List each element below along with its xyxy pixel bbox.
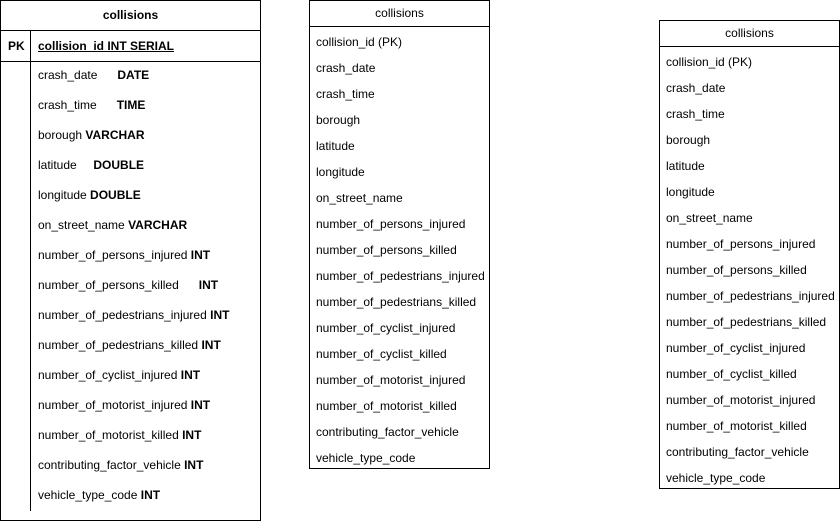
field-type: DATE — [117, 68, 150, 82]
field-row[interactable]: number_of_motorist_injured — [316, 373, 466, 387]
field-name: crash_time — [38, 98, 117, 112]
field-type: VARCHAR — [85, 128, 145, 142]
field-name: borough — [38, 128, 86, 142]
field-type: INT — [184, 458, 204, 472]
field-row[interactable]: number_of_motorist_killed — [666, 419, 807, 433]
field-row[interactable]: borough — [666, 133, 711, 147]
field-name: on_street_name — [38, 218, 129, 232]
field-type: DOUBLE — [90, 188, 141, 202]
field-row[interactable]: number_of_cyclist_killed — [316, 347, 447, 361]
field-row[interactable]: contributing_factor_vehicle — [316, 425, 459, 439]
field-row[interactable]: vehicle_type_code — [666, 471, 766, 485]
field-type: TIME — [116, 98, 146, 112]
field-name: number_of_cyclist_injured — [38, 368, 181, 382]
field-row[interactable]: number_of_cyclist_killed — [666, 367, 797, 381]
field-type: VARCHAR — [128, 218, 188, 232]
field-name: number_of_persons_killed — [38, 278, 199, 292]
column-divider — [30, 31, 31, 61]
field-row[interactable]: number_of_persons_injured — [316, 217, 466, 231]
field-row[interactable]: number_of_cyclist_injured — [666, 341, 806, 355]
field-row[interactable]: collision_id (PK) — [666, 55, 753, 69]
field-type: INT — [180, 368, 201, 382]
pk-field: collision_id INT SERIAL — [38, 39, 175, 53]
field-type: INT — [190, 398, 211, 412]
field-row[interactable]: crash_time TIME — [38, 92, 229, 122]
field-row[interactable]: vehicle_type_code INT — [38, 482, 229, 512]
field-type: DOUBLE — [93, 158, 145, 172]
field-row[interactable]: on_street_name VARCHAR — [38, 212, 229, 242]
field-name: number_of_persons_injured — [38, 248, 191, 262]
field-row[interactable]: number_of_persons_killed — [316, 243, 457, 257]
field-name: longitude — [38, 188, 91, 202]
field-row[interactable]: crash_date — [316, 61, 376, 75]
field-row[interactable]: crash_date DATE — [38, 62, 229, 92]
field-type: INT — [201, 338, 221, 352]
field-row[interactable]: borough VARCHAR — [38, 122, 229, 152]
field-name: number_of_pedestrians_killed — [38, 338, 202, 352]
field-name: crash_date — [38, 68, 118, 82]
entity-title: collisions — [1, 1, 260, 31]
field-row[interactable]: number_of_pedestrians_injured INT — [38, 302, 229, 332]
primary-key-row[interactable]: PK collision_id INT SERIAL — [1, 31, 260, 62]
field-row[interactable]: number_of_pedestrians_injured — [316, 269, 485, 283]
field-type: INT — [140, 488, 161, 502]
field-name: contributing_factor_vehicle — [38, 458, 185, 472]
field-row[interactable]: latitude DOUBLE — [38, 152, 229, 182]
field-type: INT — [182, 428, 202, 442]
entity-title: collisions — [660, 21, 839, 47]
entity-collisions-typed[interactable]: collisions PK collision_id INT SERIAL cr… — [0, 0, 261, 521]
field-row[interactable]: number_of_cyclist_injured INT — [38, 362, 229, 392]
field-row[interactable]: on_street_name — [666, 211, 753, 225]
field-row[interactable]: longitude DOUBLE — [38, 182, 229, 212]
field-row[interactable]: latitude — [316, 139, 355, 153]
field-name: number_of_motorist_injured — [38, 398, 191, 412]
field-row[interactable]: number_of_persons_injured — [666, 237, 816, 251]
field-row[interactable]: number_of_pedestrians_killed — [666, 315, 827, 329]
field-row[interactable]: number_of_pedestrians_killed — [316, 295, 477, 309]
field-row[interactable]: number_of_pedestrians_killed INT — [38, 332, 229, 362]
field-row[interactable]: collision_id (PK) — [316, 35, 403, 49]
field-row[interactable]: latitude — [666, 159, 705, 173]
field-row[interactable]: vehicle_type_code — [316, 451, 416, 465]
field-row[interactable]: number_of_motorist_injured INT — [38, 392, 229, 422]
field-type: INT — [198, 278, 219, 292]
field-name: number_of_pedestrians_injured — [38, 308, 211, 322]
pk-label: PK — [8, 39, 25, 53]
field-row[interactable]: crash_time — [666, 107, 725, 121]
field-row[interactable]: crash_time — [316, 87, 375, 101]
field-row[interactable]: number_of_motorist_killed INT — [38, 422, 229, 452]
entity-title: collisions — [310, 1, 489, 27]
field-type: INT — [210, 308, 230, 322]
field-row[interactable]: number_of_persons_killed — [666, 263, 807, 277]
field-name: number_of_motorist_killed — [38, 428, 183, 442]
field-type: INT — [190, 248, 211, 262]
field-row[interactable]: longitude — [316, 165, 365, 179]
field-row[interactable]: crash_date — [666, 81, 726, 95]
field-row[interactable]: number_of_motorist_injured — [666, 393, 816, 407]
field-name: latitude — [38, 158, 94, 172]
field-row[interactable]: number_of_persons_injured INT — [38, 242, 229, 272]
field-row[interactable]: number_of_cyclist_injured — [316, 321, 456, 335]
column-divider — [30, 62, 31, 511]
field-row[interactable]: number_of_persons_killed INT — [38, 272, 229, 302]
field-row[interactable]: borough — [316, 113, 361, 127]
field-row[interactable]: number_of_pedestrians_injured — [666, 289, 835, 303]
field-row[interactable]: contributing_factor_vehicle — [666, 445, 809, 459]
field-name: vehicle_type_code — [38, 488, 141, 502]
field-row[interactable]: on_street_name — [316, 191, 403, 205]
field-row[interactable]: number_of_motorist_killed — [316, 399, 457, 413]
field-row[interactable]: contributing_factor_vehicle INT — [38, 452, 229, 482]
field-row[interactable]: longitude — [666, 185, 715, 199]
